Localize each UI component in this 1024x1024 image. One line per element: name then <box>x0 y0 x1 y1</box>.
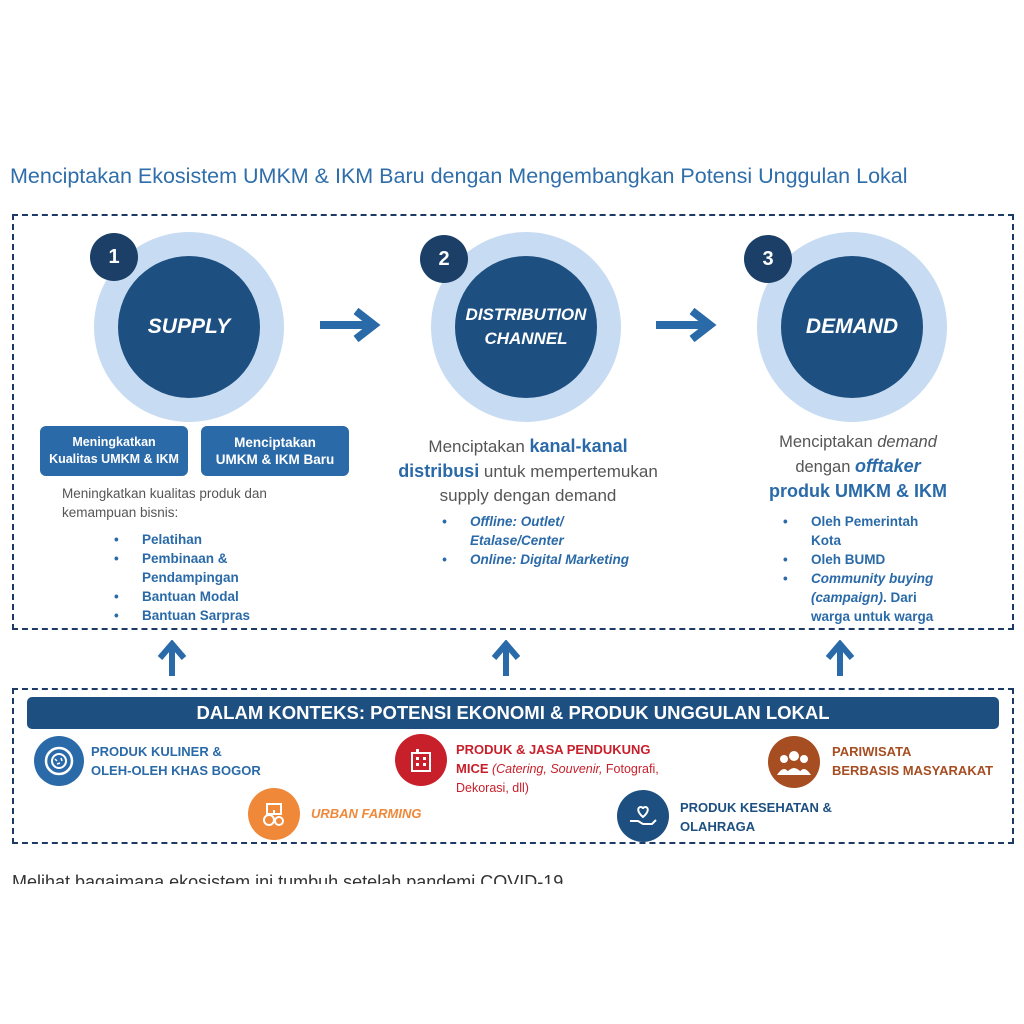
building-icon <box>395 734 447 786</box>
demand-bullet-list: Oleh Pemerintah Kota Oleh BUMD Community… <box>783 512 983 626</box>
list-item: (campaign). Dari <box>811 590 917 605</box>
category-pariwisata: PARIWISATA BERBASIS MASYARAKAT <box>832 744 994 778</box>
category-kesehatan: PRODUK KESEHATAN & OLAHRAGA <box>680 800 832 834</box>
food-bowl-icon <box>34 736 84 786</box>
arrow-up-icon <box>825 640 855 676</box>
arrow-right-icon <box>656 307 717 343</box>
distribution-label-1: DISTRIBUTION <box>465 305 587 324</box>
list-item: Online: Digital Marketing <box>442 550 682 569</box>
arrow-up-icon <box>157 640 187 676</box>
community-people-icon <box>768 736 820 788</box>
urban-farming-icon <box>248 788 300 840</box>
arrow-up-icon <box>491 640 521 676</box>
category-kuliner: PRODUK KULINER & OLEH-OLEH KHAS BOGOR <box>91 744 261 778</box>
list-item: Oleh BUMD <box>783 550 983 569</box>
distribution-description: Menciptakan kanal-kanal distribusi untuk… <box>398 436 658 505</box>
list-item: Pembinaan & <box>114 549 334 568</box>
list-item: Etalase/Center <box>470 533 564 548</box>
category-mice: PRODUK & JASA PENDUKUNG MICE (Catering, … <box>456 742 659 795</box>
flow-frame <box>12 214 1014 630</box>
context-frame <box>12 688 1014 844</box>
footer-text-cropped: Melihat bagaimana ekosistem ini tumbuh s… <box>12 873 564 884</box>
list-item: warga untuk warga <box>811 609 934 624</box>
list-item: Pelatihan <box>114 530 334 549</box>
list-item: Pendampingan <box>142 570 239 585</box>
step-number-3: 3 <box>744 235 792 283</box>
list-item: Bantuan Modal <box>114 587 334 606</box>
step-number-1: 1 <box>90 233 138 281</box>
page-title: Menciptakan Ekosistem UMKM & IKM Baru de… <box>10 164 908 188</box>
supply-description: Meningkatkan kualitas produk dan kemampu… <box>62 486 267 520</box>
list-item: Oleh Pemerintah <box>783 512 983 531</box>
demand-description: Menciptakan demand dengan offtaker produ… <box>769 433 947 501</box>
list-item: Offline: Outlet/ <box>442 512 682 531</box>
supply-pill-kualitas: Meningkatkan Kualitas UMKM & IKM <box>40 426 188 476</box>
context-banner: DALAM KONTEKS: POTENSI EKONOMI & PRODUK … <box>27 697 999 729</box>
supply-pill-baru: Menciptakan UMKM & IKM Baru <box>201 426 349 476</box>
demand-label: DEMAND <box>805 315 899 338</box>
distribution-circle: DISTRIBUTION CHANNEL <box>455 256 597 398</box>
distribution-bullet-list: Offline: Outlet/ Etalase/Center Online: … <box>442 512 682 569</box>
list-item: Community buying <box>783 569 983 588</box>
supply-circle: SUPPLY <box>118 256 260 398</box>
supply-label: SUPPLY <box>147 315 231 338</box>
arrow-right-icon <box>320 307 381 343</box>
distribution-label-2: CHANNEL <box>484 329 568 348</box>
step-number-2: 2 <box>420 235 468 283</box>
list-item: Kota <box>811 533 841 548</box>
category-urban-farming: URBAN FARMING <box>311 806 422 821</box>
supply-bullet-list: Pelatihan Pembinaan & Pendampingan Bantu… <box>114 530 334 625</box>
demand-circle: DEMAND <box>781 256 923 398</box>
list-item: Bantuan Sarpras <box>114 606 334 625</box>
health-hand-heart-icon <box>617 790 669 842</box>
